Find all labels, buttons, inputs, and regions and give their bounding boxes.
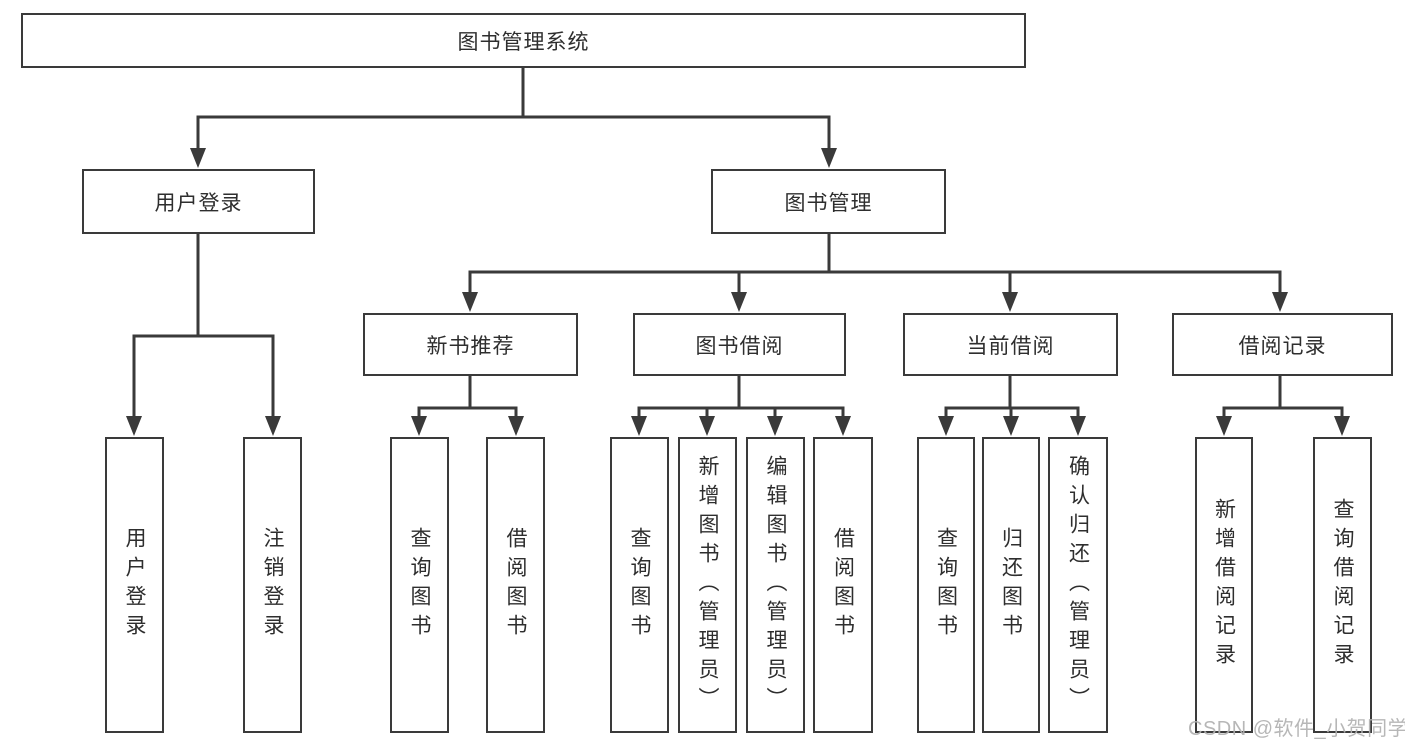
leaf-borrow-books-borrowing: 借阅图书	[813, 437, 873, 733]
leaf-user-login: 用户登录	[105, 437, 164, 733]
leaf-query-books-borrowing: 查询图书	[610, 437, 669, 733]
csdn-watermark: CSDN @软件_小贺同学	[1188, 718, 1405, 740]
node-library-system: 图书管理系统	[21, 13, 1026, 68]
leaf-edit-books-admin: 编辑图书（管理员）	[746, 437, 805, 733]
node-book-management: 图书管理	[711, 169, 946, 234]
node-new-book-recommendation: 新书推荐	[363, 313, 578, 376]
arrowheads	[126, 148, 1350, 436]
leaf-logout: 注销登录	[243, 437, 302, 733]
leaf-query-borrow-record: 查询借阅记录	[1313, 437, 1372, 733]
leaf-borrow-books-recommend: 借阅图书	[486, 437, 545, 733]
node-current-borrowing: 当前借阅	[903, 313, 1118, 376]
node-user-login: 用户登录	[82, 169, 315, 234]
leaf-add-books-admin: 新增图书（管理员）	[678, 437, 737, 733]
node-book-borrowing: 图书借阅	[633, 313, 846, 376]
node-borrowing-records: 借阅记录	[1172, 313, 1393, 376]
leaf-return-books: 归还图书	[982, 437, 1040, 733]
leaf-confirm-return-admin: 确认归还（管理员）	[1048, 437, 1108, 733]
leaf-add-borrow-record: 新增借阅记录	[1195, 437, 1253, 733]
leaf-query-books-current: 查询图书	[917, 437, 975, 733]
leaf-query-books-recommend: 查询图书	[390, 437, 449, 733]
